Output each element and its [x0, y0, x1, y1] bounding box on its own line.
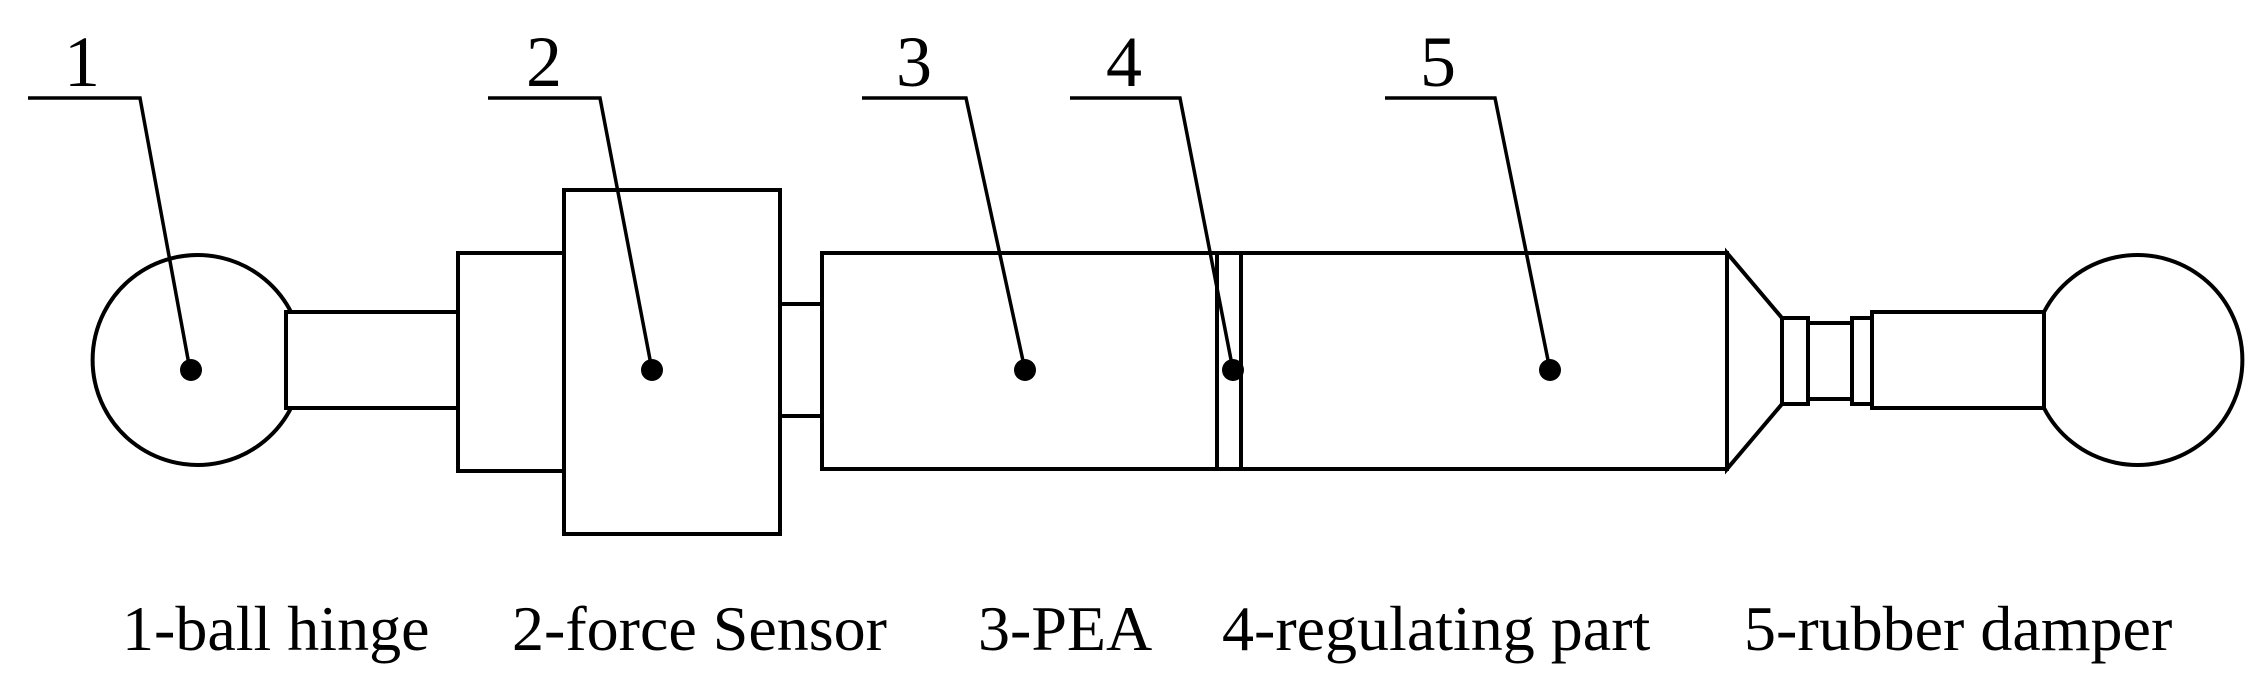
rubber-damper-body [1239, 251, 1729, 471]
legend-force-sensor: 2-force Sensor [512, 593, 887, 664]
callout-dot-5 [1539, 359, 1561, 381]
callout-dot-1 [180, 359, 202, 381]
leader-line-4 [1070, 96, 1235, 371]
legend-regulating-part: 4-regulating part [1222, 593, 1651, 664]
damper-taper [1725, 247, 1784, 475]
legend: 1-ball hinge 2-force Sensor 3-PEA 4-regu… [122, 593, 2172, 664]
callout-number-3: 3 [896, 22, 932, 102]
leader-line-5 [1385, 96, 1552, 371]
right-neck-ring-3 [1850, 316, 1874, 406]
callout-dot-2 [641, 359, 663, 381]
right-ball-hinge [2042, 253, 2245, 467]
sensor-pea-connector [778, 302, 824, 418]
leader-lines [28, 96, 1552, 371]
force-sensor [562, 188, 782, 536]
legend-rubber-damper: 5-rubber damper [1744, 593, 2172, 664]
callout-dot-4 [1222, 359, 1244, 381]
callout-number-5: 5 [1420, 22, 1456, 102]
right-ball-neck [1870, 310, 2046, 410]
callout-dot-3 [1014, 359, 1036, 381]
left-connector-block [456, 251, 566, 473]
right-neck-ring-2 [1806, 321, 1854, 401]
left-ball-neck [284, 310, 460, 410]
callout-number-1: 1 [64, 22, 100, 102]
leader-line-1 [28, 96, 192, 371]
right-neck-ring-1 [1780, 316, 1810, 406]
legend-pea: 3-PEA [978, 593, 1152, 664]
leader-line-3 [862, 96, 1027, 371]
callout-number-4: 4 [1106, 22, 1142, 102]
leader-line-2 [488, 96, 654, 371]
callout-dots [180, 359, 1561, 381]
callout-number-2: 2 [526, 22, 562, 102]
legend-ball-hinge: 1-ball hinge [122, 593, 429, 664]
